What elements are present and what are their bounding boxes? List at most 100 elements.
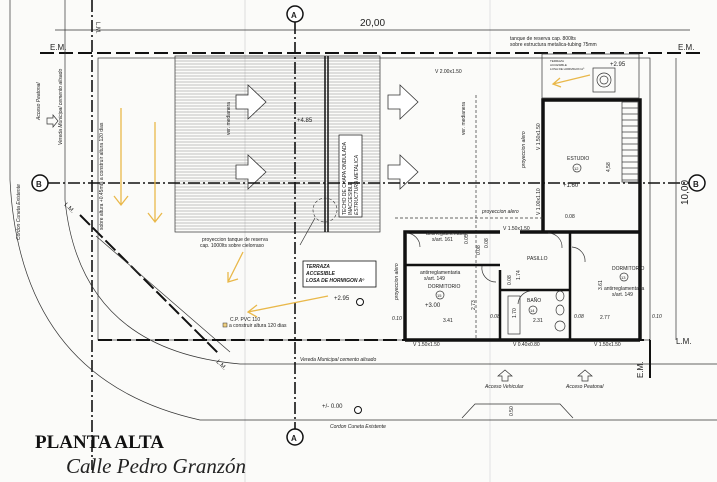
vereda-bottom: Vereda Municipal cemento alisado <box>300 357 376 363</box>
proyeccion-alero: proyeccion alero <box>521 131 527 169</box>
terraza-line: TERRAZA <box>306 264 330 270</box>
estudio-height: 4,58 <box>606 162 612 172</box>
proyeccion-alero: proyeccion alero <box>394 263 400 301</box>
axis-a-label: A <box>291 434 297 443</box>
techo-note-box <box>338 134 363 218</box>
terraza-small-line: LOSA DE HORMIGON Aº <box>550 67 585 71</box>
dorm-left-number: 15 <box>437 293 442 298</box>
techo-line: INACCESIBLE <box>348 181 354 215</box>
lm-label-top: L.M. <box>94 22 100 34</box>
room-number-badge <box>619 272 629 282</box>
dim-label: 0.08 <box>484 238 490 248</box>
upper-block-walls <box>403 230 640 340</box>
terraza-line: LOSA DE HORMIGON Aº <box>306 278 365 284</box>
terraza-small-line: TERRAZA <box>550 59 564 63</box>
tanque-1000b: cap. 1000lts sobre cielorraso <box>200 243 264 249</box>
dorm-left-name: DORMITORIO <box>428 284 461 290</box>
muro-medianera-label: ver. medianera <box>461 102 467 135</box>
ground-level: +/- 0.00 <box>322 404 343 410</box>
window-label: V 1.50x1.50 <box>413 342 440 348</box>
cp-note2: a construir altura 120 dias <box>229 323 287 329</box>
bathtub <box>507 295 521 335</box>
terraza-note-box <box>302 260 377 288</box>
dim-label: 0.08 <box>490 314 500 320</box>
axis-b-marker-left <box>31 174 49 192</box>
dim-label: 0.08 <box>476 245 482 255</box>
techo-line: ESTRUCTURA METALICA <box>354 154 360 215</box>
terraza-small-line: ACCESIBLE <box>550 63 567 67</box>
dorm-left-width: 3.41 <box>443 318 453 324</box>
tanque-800b: sobre estructura metalica-tubing 75mm <box>510 42 597 48</box>
cordon-bottom: Cordon Cuneta Existente <box>330 424 386 430</box>
dorm-right-height: 3.61 <box>598 280 604 290</box>
depth-dimension: 10,00 <box>680 180 691 205</box>
stairs <box>621 101 639 183</box>
bano-number: 14 <box>530 308 535 313</box>
em-label-left: E.M. <box>50 43 66 52</box>
tank-projection <box>312 197 338 223</box>
room-number-badge <box>528 305 538 315</box>
dorm-left-note2: s/art. 149 <box>424 276 445 282</box>
muro-note: sobre altura +0.45mts a construir altura… <box>99 122 105 230</box>
terraza-line: ACCESIBLE <box>305 271 336 277</box>
dim-label: 0.10 <box>652 314 662 320</box>
dim-label: 0.08 <box>574 314 584 320</box>
banera-dim: 1.70 <box>512 308 518 318</box>
tanque-1000: proyeccion tanque de reserva <box>202 237 268 243</box>
terrace-small <box>541 53 640 99</box>
roof-outline <box>174 55 381 233</box>
lm-label-bottom: L.M. <box>215 359 228 372</box>
room-number-badge <box>435 290 445 300</box>
window-label: V 1.50x1.50 <box>503 226 530 232</box>
level-marker-icon <box>354 406 362 414</box>
leader-line <box>299 217 316 246</box>
sink <box>554 320 566 332</box>
bano-width: 2.31 <box>533 318 543 324</box>
drainage-arrows <box>113 108 329 318</box>
dorm-right-note: antirreglamentaria <box>604 286 645 292</box>
terrace-level: +2.95 <box>334 296 350 302</box>
dim-label: 0.10 <box>392 316 402 322</box>
door-swings <box>405 232 586 305</box>
estudio-name: ESTUDIO <box>567 156 589 162</box>
window-label: V 1.00x1.10 <box>536 188 542 215</box>
window-label: V 1.50x1.50 <box>536 123 542 150</box>
axis-b-label: B <box>36 180 42 189</box>
estudio-level: +1.60 <box>563 183 579 189</box>
axis-a-label: A <box>291 11 297 20</box>
dorm-right-name: DORMITORIO <box>612 266 645 272</box>
dorm-right-number: 13 <box>621 275 626 280</box>
hall-note2: s/art. 161 <box>432 237 453 243</box>
em-label-right: E.M. <box>678 43 694 52</box>
axis-b-marker-right <box>688 174 706 192</box>
ramp-dim: 0.50 <box>509 406 515 416</box>
dim-label: 0.08 <box>507 275 513 285</box>
dorm-left-note: antirreglamentaria <box>420 270 461 276</box>
bano-name: BAÑO <box>527 297 541 304</box>
level-marker-icon <box>356 298 364 306</box>
lm-label-right: L.M. <box>676 337 692 346</box>
slope-arrow-icons <box>235 84 419 190</box>
tank-level: +2.95 <box>610 62 626 68</box>
roof-level: +4.85 <box>297 118 313 124</box>
vereda-left: Vereda Municipal cemento alisado <box>58 69 64 145</box>
dorm-right-note2: s/art. 149 <box>612 292 633 298</box>
toilet <box>555 290 565 302</box>
acceso-peatonal: Acceso Peatonal <box>565 384 604 390</box>
cp-box <box>222 322 228 328</box>
sidewalk-curve <box>64 199 717 365</box>
pasillo-name: PASILLO <box>527 256 548 262</box>
proyeccion-alero: proyeccion alero <box>481 209 519 215</box>
dorm-right-width: 2.77 <box>600 315 610 321</box>
window-label: V 1.50x1.50 <box>594 342 621 348</box>
muro-medianera-label: ver. medianera <box>226 102 232 135</box>
acceso-peatonal-left: Acceso Peatonal <box>36 82 42 121</box>
stair-outline <box>621 101 639 183</box>
hall-note: antirreglamentaria <box>426 231 467 237</box>
techo-line: TECHO DE CHAPA ONDULADA <box>342 141 348 215</box>
tank-circle <box>596 72 612 88</box>
width-dimension: 20,00 <box>360 18 385 29</box>
entry-arrow-icon <box>46 114 59 128</box>
